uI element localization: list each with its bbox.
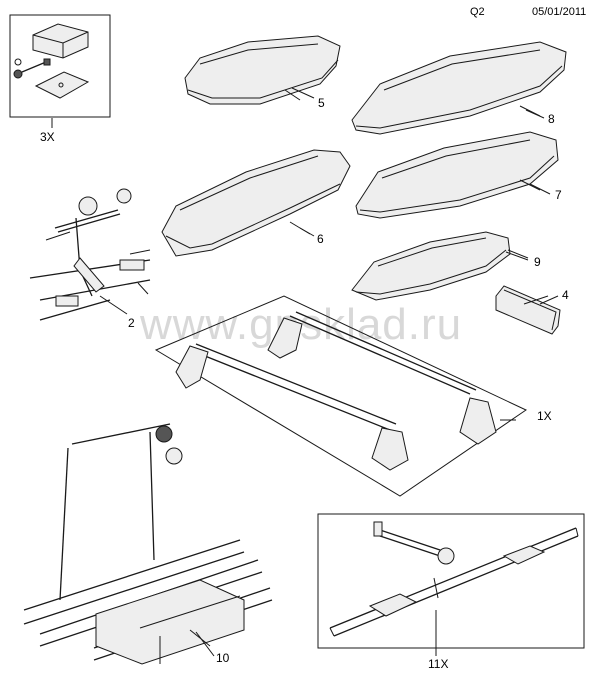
callout-7: 7 [555,188,562,202]
diagram-code: Q2 [470,6,485,18]
bike-rack-assembly [29,188,151,321]
callout-1x: 1X [537,409,552,423]
roof-rail-carrier-inset [317,513,585,649]
callout-8: 8 [548,112,555,126]
mounting-kit-inset [9,14,111,118]
callout-6: 6 [317,232,324,246]
ski-holder-4 [495,285,561,335]
diagram-date: 05/01/2011 [532,6,587,18]
leader-lines [51,87,559,657]
callout-11x: 11X [428,657,449,671]
roof-box-7 [355,131,559,219]
callout-2: 2 [128,316,135,330]
callout-9: 9 [534,255,541,269]
roof-box-5 [184,35,341,105]
callout-4: 4 [562,288,569,302]
roof-box-9 [351,231,529,301]
rear-bike-carrier [23,423,273,665]
callout-3x: 3X [40,130,55,144]
roof-bars-inset [154,295,528,497]
callout-10: 10 [216,651,230,665]
callout-5: 5 [318,96,325,110]
roof-box-8 [351,41,567,135]
